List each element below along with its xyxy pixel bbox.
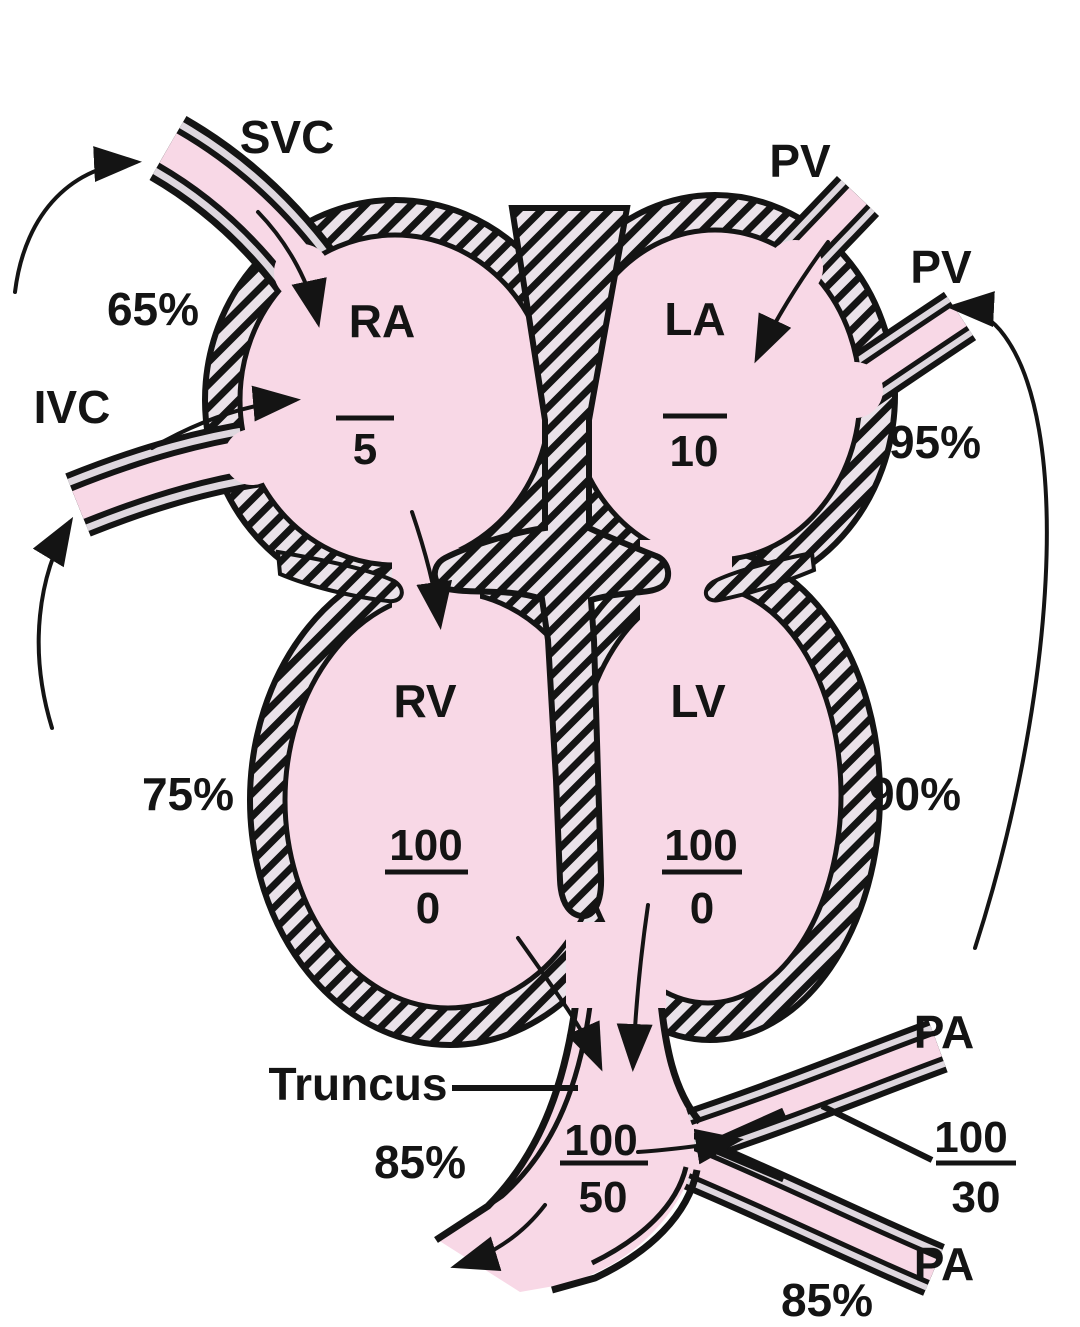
tricuspid-lateral-leaflet [275, 549, 404, 604]
pv-right-ostium [827, 362, 883, 418]
pa-upper-label: PA [914, 1006, 975, 1058]
septum [431, 205, 671, 920]
lv-saturation: 90% [869, 768, 961, 820]
pv-upper-ostium [767, 240, 823, 296]
pv-right-label: PV [910, 241, 972, 293]
vessel-labels: SVC IVC PV PV Truncus PA PA [34, 111, 975, 1290]
pa-lower-label: PA [914, 1238, 975, 1290]
truncus-right-wall-lower [551, 1169, 701, 1294]
pv-to-la-arrow [754, 240, 830, 364]
flow-arrows [13, 146, 1049, 1271]
truncus-right-wall-upper [656, 992, 703, 1125]
pulmonary-return-pv-arrow [946, 291, 1049, 950]
svc-saturation: 65% [107, 283, 199, 335]
rv-label: RV [393, 675, 456, 727]
pv-upper-label: PV [769, 135, 831, 187]
chamber-labels: RA LA RV LV [349, 293, 726, 727]
lv-systolic-pressure: 100 [664, 821, 737, 870]
pa-saturation: 85% [781, 1274, 873, 1326]
truncus-to-aorta-arrow [450, 1203, 547, 1271]
ivc-to-ra-arrow [150, 385, 301, 450]
saturation-labels: 65% 95% 75% 90% 85% 85% [107, 283, 981, 1326]
systemic-return-ivc-arrow [32, 516, 74, 730]
ra-label: RA [349, 295, 415, 347]
svc-label: SVC [240, 111, 335, 163]
mitral-lateral-leaflet [703, 550, 817, 603]
pa-pressure-pointer-line [820, 1103, 934, 1163]
la-label: LA [664, 293, 725, 345]
rv-saturation: 75% [142, 768, 234, 820]
ivc-label: IVC [34, 381, 111, 433]
pa-upper-vessel [682, 1046, 938, 1140]
rv-diastolic-pressure: 0 [416, 884, 440, 933]
la-mean-pressure: 10 [670, 427, 719, 476]
lv-diastolic-pressure: 0 [690, 884, 714, 933]
ra-mean-pressure: 5 [353, 425, 377, 474]
truncus-right-wall-lower-inner [590, 1166, 689, 1266]
truncus-systolic-pressure: 100 [564, 1116, 637, 1165]
lv-to-truncus-arrow [616, 903, 653, 1072]
pa-lower-vessel [682, 1158, 934, 1270]
ivc-ostium [224, 429, 280, 485]
pv-saturation: 95% [889, 416, 981, 468]
pa-diastolic-pressure: 30 [952, 1173, 1001, 1222]
vsd-outflow-opening [566, 922, 666, 1008]
pressure-values: 5 10 100 0 100 0 100 50 100 30 [336, 413, 1016, 1222]
systemic-return-svc-arrow [13, 146, 142, 294]
svc-to-ra-arrow [256, 210, 327, 328]
ra-to-rv-arrow [410, 510, 453, 630]
lv-label: LV [670, 675, 726, 727]
truncus-to-pa-arrow [636, 1128, 744, 1165]
truncus-diastolic-pressure: 50 [579, 1173, 628, 1222]
pa-systolic-pressure: 100 [934, 1113, 1007, 1162]
truncus-label: Truncus [269, 1058, 448, 1110]
rv-systolic-pressure: 100 [389, 821, 462, 870]
truncus-saturation: 85% [374, 1136, 466, 1188]
rv-to-truncus-arrow [516, 936, 603, 1072]
